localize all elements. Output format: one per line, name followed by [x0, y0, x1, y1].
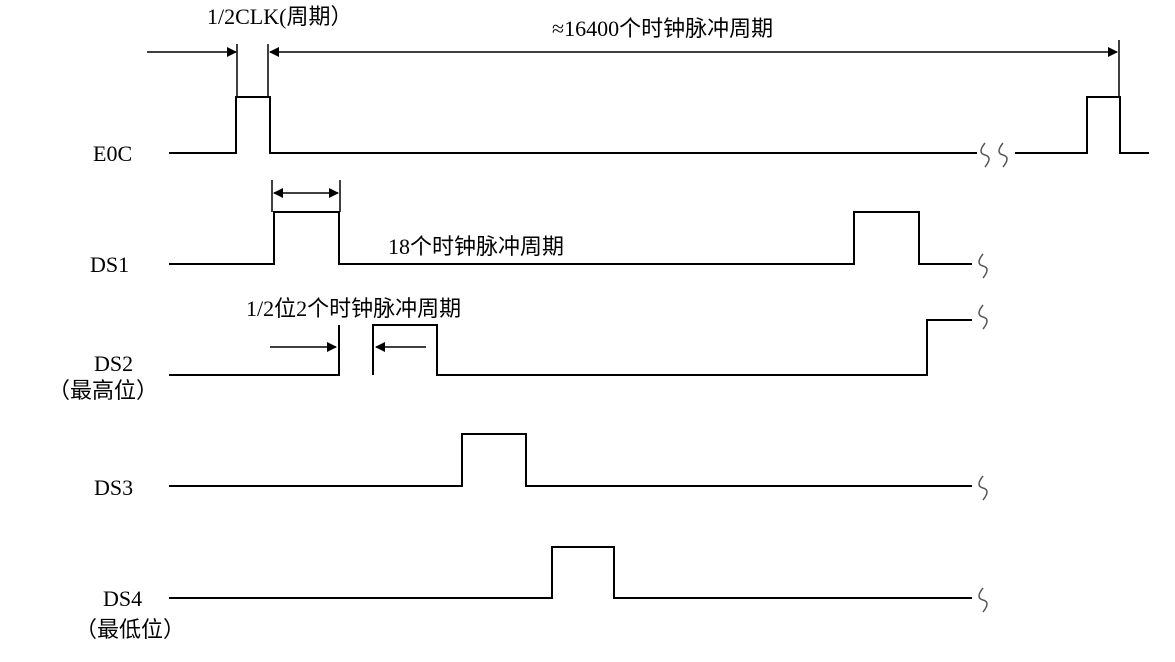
signal-label-ds2: DS2 — [94, 351, 133, 376]
signal-note-ds2: （最高位） — [48, 378, 158, 403]
waveform-ds3 — [169, 433, 972, 487]
waveforms — [169, 96, 1149, 599]
eoc-period-annotation: ≈16400个时钟脉冲周期 — [552, 16, 773, 41]
break-marks — [978, 142, 1008, 613]
waveform-ds1 — [169, 211, 972, 265]
ds1-period-annotation: 18个时钟脉冲周期 — [388, 234, 564, 259]
break-mark-ds3 — [978, 475, 988, 501]
break-mark-ds2 — [978, 304, 988, 330]
signal-note-ds4: （最低位） — [75, 617, 185, 642]
waveform-eoc-end — [1015, 96, 1149, 154]
signal-label-ds3: DS3 — [94, 475, 133, 500]
signal-label-eoc: E0C — [93, 141, 132, 166]
signal-label-ds4: DS4 — [103, 586, 142, 611]
half-bit-annotation: 1/2位2个时钟脉冲周期 — [246, 296, 461, 321]
break-mark-eoc-1 — [980, 142, 990, 168]
waveform-ds2-a — [169, 325, 340, 376]
waveform-eoc — [169, 96, 977, 154]
waveform-ds2-b — [372, 319, 972, 376]
half-clk-annotation: 1/2CLK(周期） — [207, 4, 352, 29]
waveform-ds4 — [169, 546, 972, 599]
break-mark-ds1 — [978, 253, 988, 279]
break-mark-ds4 — [978, 587, 988, 613]
signal-label-ds1: DS1 — [90, 252, 129, 277]
dimension-arrows — [147, 40, 1120, 352]
break-mark-eoc-2 — [998, 142, 1008, 168]
